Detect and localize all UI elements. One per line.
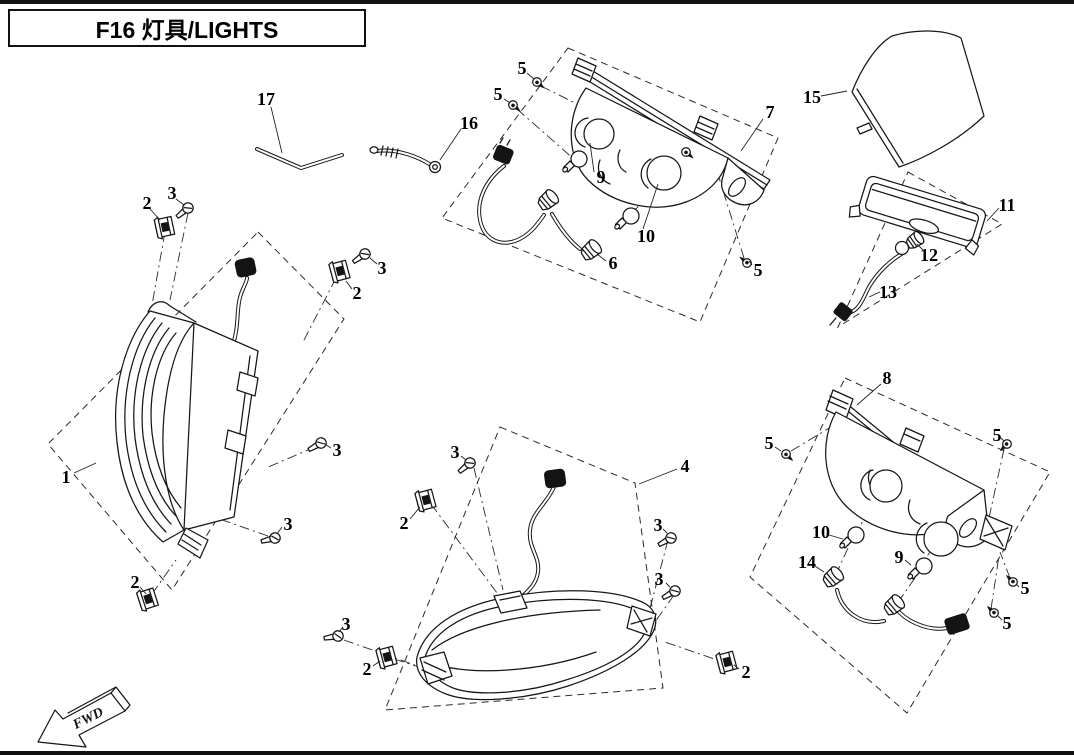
tool-wrench-16 [370, 146, 441, 173]
callout-part-3: 3 [654, 569, 664, 589]
callout-part-10: 10 [812, 522, 830, 542]
callout-part-7: 7 [765, 102, 775, 122]
callout-part-6: 6 [608, 253, 618, 273]
callout-part-3: 3 [332, 440, 342, 460]
headlight-right-drawing [479, 58, 770, 270]
callout-part-8: 8 [882, 368, 892, 388]
callout-part-11: 11 [998, 195, 1016, 215]
callout-part-5: 5 [753, 260, 763, 280]
front-lamp-drawing [322, 455, 739, 700]
callout-part-3: 3 [653, 515, 663, 535]
callout-part-13: 13 [879, 282, 897, 302]
callout-part-17: 17 [257, 89, 275, 109]
headlight-left-drawing [116, 200, 373, 613]
callout-part-3: 3 [341, 614, 351, 634]
callout-part-14: 14 [798, 552, 816, 572]
callout-part-5: 5 [764, 433, 774, 453]
group-outlines [48, 48, 1050, 713]
tool-hex-wrench-17 [257, 149, 342, 168]
callout-part-3: 3 [283, 514, 293, 534]
callout-part-5: 5 [992, 425, 1002, 445]
page-title: F16 灯具/LIGHTS [95, 17, 279, 43]
gauge-cluster-drawing [830, 172, 989, 325]
headlight-rear-drawing [779, 390, 1020, 635]
callout-part-5: 5 [1020, 578, 1030, 598]
callout-part-9: 9 [894, 547, 904, 567]
callout-part-15: 15 [803, 87, 821, 107]
callout-part-2: 2 [362, 659, 372, 679]
callout-part-9: 9 [596, 167, 606, 187]
callout-part-2: 2 [142, 193, 152, 213]
callout-part-12: 12 [920, 245, 938, 265]
callout-part-1: 1 [61, 467, 71, 487]
windscreen-drawing [852, 31, 984, 167]
callout-part-10: 10 [637, 226, 655, 246]
callout-part-2: 2 [399, 513, 409, 533]
callout-part-5: 5 [493, 84, 503, 104]
callout-part-2: 2 [352, 283, 362, 303]
callout-part-5: 5 [517, 58, 527, 78]
title-box: F16 灯具/LIGHTS [8, 9, 366, 47]
callout-part-5: 5 [1002, 613, 1012, 633]
top-border-bar [0, 0, 1074, 4]
callout-part-4: 4 [680, 456, 690, 476]
callout-part-16: 16 [460, 113, 478, 133]
callout-part-2: 2 [130, 572, 140, 592]
callout-part-3: 3 [377, 258, 387, 278]
bottom-border-bar [0, 751, 1074, 755]
callout-part-2: 2 [741, 662, 751, 682]
callout-part-3: 3 [450, 442, 460, 462]
callout-part-3: 3 [167, 183, 177, 203]
leader-lines [74, 73, 1019, 669]
